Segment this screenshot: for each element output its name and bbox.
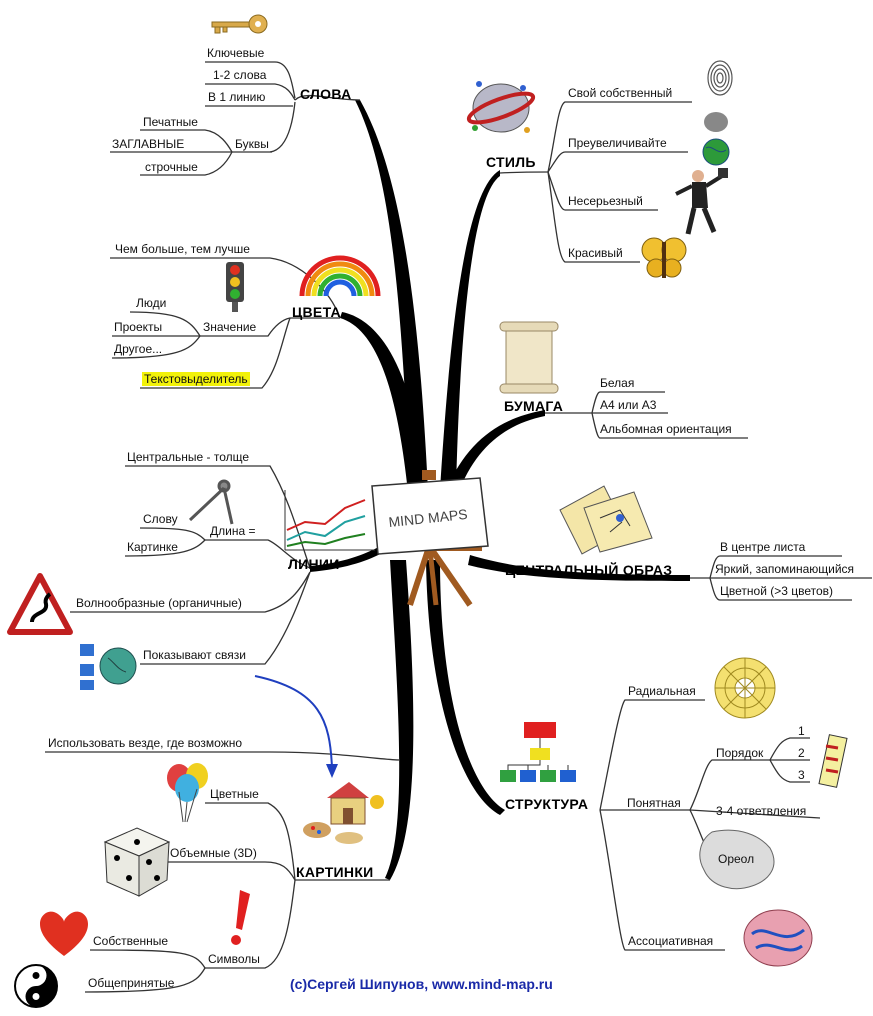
branch-obraz (468, 555, 690, 581)
branch-linii-title: ЛИНИИ (288, 556, 340, 572)
stil-item-exaggerate: Преувеличивайте (568, 136, 667, 150)
linii-sub-picture: Картинке (127, 540, 178, 554)
struktura-item-radial: Радиальная (628, 684, 696, 698)
struktura-order-2: 2 (798, 746, 805, 760)
struktura-sub-halo: Ореол (718, 852, 755, 866)
branch-slova-title: СЛОВА (300, 86, 352, 102)
linii-item-length: Длина = (210, 524, 256, 538)
central-canvas (371, 477, 489, 555)
exclamation-icon (231, 890, 250, 945)
struktura-item-clear: Понятная (627, 796, 681, 810)
heart-icon (40, 911, 88, 956)
stil-item-own: Свой собственный (568, 86, 673, 100)
branch-kartinki (385, 560, 414, 880)
linii-sub-word: Слову (143, 512, 178, 526)
org-chart-icon (500, 722, 576, 782)
maps-icon (559, 485, 653, 555)
traffic-light-icon (226, 262, 244, 312)
tsveta-sub-projects: Проекты (114, 320, 163, 334)
branch-stil-title: СТИЛЬ (486, 154, 536, 170)
scroll-icon (499, 321, 559, 394)
rainbow-icon (299, 255, 381, 297)
linii-item-central-thicker: Центральные - толще (127, 450, 250, 464)
linii-item-wavy: Волнообразные (органичные) (76, 596, 242, 610)
radial-icon (714, 657, 776, 719)
kartinki-item-symbols: Символы (208, 952, 260, 966)
businessman-icon (675, 168, 728, 235)
branch-bumaga-title: БУМАГА (504, 398, 564, 414)
kartinki-item-3d: Объемные (3D) (170, 846, 257, 860)
kartinki-item-use-everywhere: Использовать везде, где возможно (48, 736, 243, 750)
network-icon (80, 644, 137, 690)
bumaga-item-landscape: Альбомная ориентация (600, 422, 732, 436)
dice-icon (103, 827, 171, 897)
stil-item-playful: Несерьезный (568, 194, 643, 208)
struktura-sub-order: Порядок (716, 746, 764, 760)
center-title: MIND MAPS (387, 505, 469, 531)
key-icon (211, 14, 268, 34)
linii-item-show-links: Показывают связи (143, 648, 246, 662)
tsveta-item-meaning: Значение (203, 320, 257, 334)
brain-icon (743, 909, 813, 967)
bumaga-item-white: Белая (600, 376, 635, 390)
branch-tsveta (340, 312, 426, 492)
credit-link[interactable]: (c)Сергей Шипунов, www.mind-map.ru (290, 976, 553, 992)
connection-arrow (254, 675, 338, 778)
thin-lines-right (499, 101, 872, 951)
branch-stil (440, 170, 500, 490)
slova-item-letters: Буквы (235, 137, 269, 151)
obraz-item-center: В центре листа (720, 540, 806, 554)
kartinki-sub-common: Общепринятые (88, 976, 175, 990)
compass-icon (188, 479, 234, 525)
balloons-icon (167, 763, 208, 823)
line-graph-icon (284, 490, 375, 551)
list-icon (818, 734, 848, 788)
obraz-item-bright: Яркий, запоминающийся (715, 562, 855, 576)
tsveta-sub-other: Другое... (114, 342, 163, 356)
struktura-sub-branches: 3-4 ответвления (716, 804, 807, 818)
obraz-item-colored: Цветной (>3 цветов) (720, 584, 834, 598)
slova-item-keywords: Ключевые (207, 46, 265, 60)
branch-linii (310, 540, 392, 572)
halo-shape (699, 829, 775, 890)
struktura-order-3: 3 (798, 768, 805, 782)
butterfly-icon (641, 237, 687, 278)
struktura-order-1: 1 (798, 724, 805, 738)
branch-tsveta-title: ЦВЕТА (292, 304, 341, 320)
yin-yang-icon (14, 964, 58, 1008)
tsveta-item-highlighter: Текстовыделитель (142, 372, 250, 386)
branch-kartinki-title: КАРТИНКИ (296, 864, 374, 880)
struktura-item-associative: Ассоциативная (628, 934, 714, 948)
slova-sub-uppercase: ЗАГЛАВНЫЕ (112, 137, 185, 151)
branch-slova (355, 100, 428, 490)
globe-icon (702, 112, 730, 166)
kartinki-item-colored: Цветные (210, 787, 259, 801)
slova-sub-printed: Печатные (143, 115, 198, 129)
stil-item-beautiful: Красивый (568, 246, 623, 260)
branch-obraz-title: ЦЕНТРАЛЬНЫЙ ОБРАЗ (505, 562, 673, 578)
fingerprint-icon (707, 60, 733, 96)
painting-icon (303, 782, 384, 844)
bumaga-item-a4-a3: А4 или А3 (600, 398, 657, 412)
tsveta-item-more-better: Чем больше, тем лучше (115, 242, 250, 256)
slova-item-1-2-words: 1-2 слова (213, 68, 267, 82)
road-sign-icon (7, 573, 73, 635)
branch-struktura-title: СТРУКТУРА (505, 796, 589, 812)
bust-icon (466, 81, 536, 133)
kartinki-sub-own: Собственные (93, 934, 169, 948)
slova-sub-lowercase: строчные (145, 160, 198, 174)
slova-item-one-line: В 1 линию (208, 90, 266, 104)
main-branches (310, 100, 690, 880)
tsveta-sub-people: Люди (136, 296, 167, 310)
